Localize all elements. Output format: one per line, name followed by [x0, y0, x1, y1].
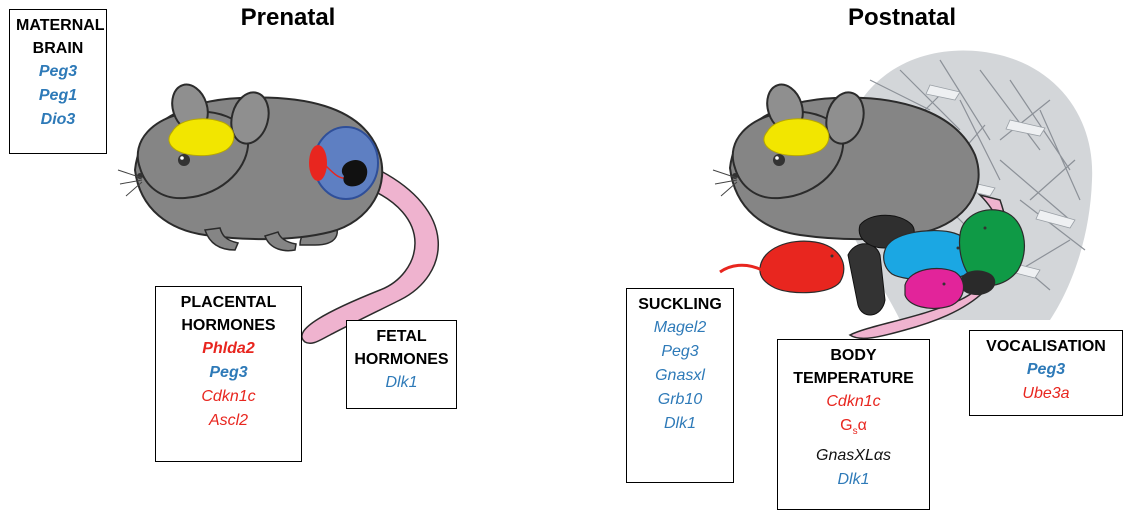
- gene-label-main: G: [840, 417, 852, 434]
- gene-label: Peg3: [162, 361, 295, 385]
- gene-label: Peg1: [16, 84, 100, 108]
- vocalisation-title: VOCALISATION: [976, 335, 1116, 358]
- gene-label: Ascl2: [162, 409, 295, 433]
- maternal-brain-title: MATERNAL BRAIN: [16, 14, 100, 60]
- gene-label-suffix: α: [858, 417, 867, 434]
- gene-label: Dlk1: [353, 371, 450, 395]
- gene-label: Magel2: [633, 316, 727, 340]
- gene-label: Gsα: [784, 414, 923, 444]
- heading-prenatal: Prenatal: [228, 4, 348, 32]
- gene-label: Grb10: [633, 388, 727, 412]
- gene-label: Dlk1: [784, 468, 923, 492]
- gene-label: Peg3: [976, 358, 1116, 382]
- gene-label: Cdkn1c: [162, 385, 295, 409]
- gene-label: Ube3a: [976, 382, 1116, 406]
- gene-label: Phlda2: [162, 337, 295, 361]
- heading-postnatal: Postnatal: [832, 4, 972, 32]
- gene-label: Peg3: [633, 340, 727, 364]
- gene-label: Gnasxl: [633, 364, 727, 388]
- gene-label: Dio3: [16, 108, 100, 132]
- gene-label: Peg3: [16, 60, 100, 84]
- gene-label: Cdkn1c: [784, 390, 923, 414]
- body-temperature-title: BODY TEMPERATURE: [784, 344, 923, 390]
- suckling-title: SUCKLING: [633, 293, 727, 316]
- placental-hormones-title: PLACENTAL HORMONES: [162, 291, 295, 337]
- fetal-hormones-title: FETAL HORMONES: [353, 325, 450, 371]
- gene-label: GnasXLαs: [784, 444, 923, 468]
- gene-label: Dlk1: [633, 412, 727, 436]
